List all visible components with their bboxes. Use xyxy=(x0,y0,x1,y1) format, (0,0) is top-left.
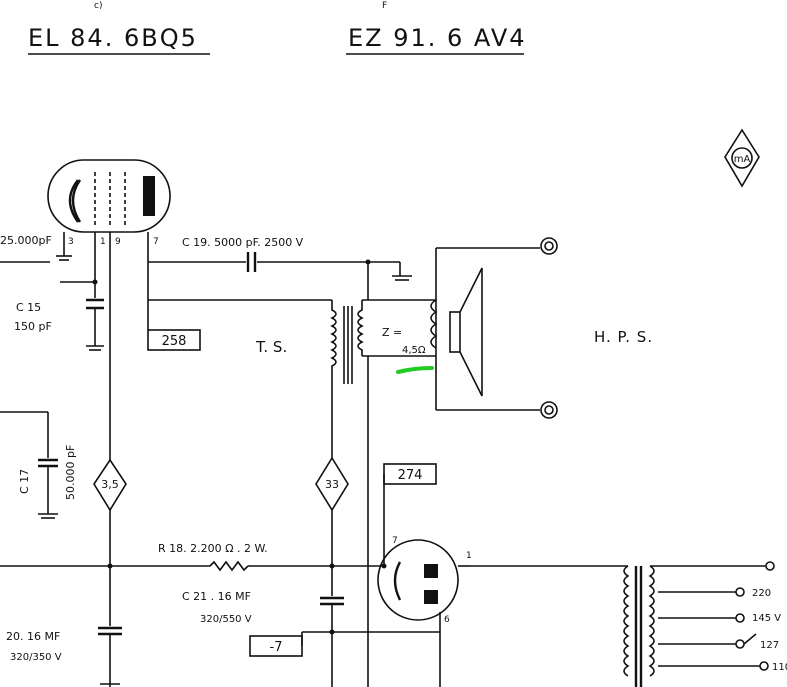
box-258 xyxy=(147,329,201,351)
rect-pin-7: 7 xyxy=(392,536,398,546)
r18-resistor xyxy=(209,560,249,572)
tap-127: 127 xyxy=(760,640,779,651)
c21-rating: 320/550 V xyxy=(200,614,252,625)
c15-value: 150 pF xyxy=(14,320,52,333)
top-mark-left: c) xyxy=(94,1,102,11)
speaker-hps xyxy=(430,237,558,419)
box-274-label: 274 xyxy=(398,468,423,483)
rectifier-ez91 xyxy=(377,539,470,687)
pentode-el84 xyxy=(47,159,171,262)
z-label: Z = xyxy=(382,326,402,339)
c17-name: C 17 xyxy=(18,469,31,494)
ma-symbol: mA xyxy=(724,128,760,188)
tap-110: 110 xyxy=(772,662,787,673)
tap-220: 220 xyxy=(752,588,771,599)
cap-left-label: 25.000pF xyxy=(0,234,52,247)
output-transformer xyxy=(330,300,364,384)
c17-value: 50.000 pF xyxy=(64,445,77,500)
box-neg7-label: -7 xyxy=(270,640,283,655)
diamond-3-5-label: 3,5 xyxy=(101,478,119,491)
r18-label: R 18. 2.200 Ω . 2 W. xyxy=(158,542,268,555)
hps-label: H. P. S. xyxy=(594,328,653,346)
pin-1: 1 xyxy=(100,237,106,247)
pin-3: 3 xyxy=(68,237,74,247)
title-ez91: EZ 91. 6 AV4 xyxy=(348,24,527,52)
rect-pin-6: 6 xyxy=(444,615,450,625)
tap-145: 145 V xyxy=(752,613,781,624)
mains-transformer xyxy=(623,561,775,687)
c20-rating: 320/350 V xyxy=(10,652,62,663)
c20-name: 20. 16 MF xyxy=(6,630,60,643)
ma-label: mA xyxy=(734,154,751,165)
title-el84: EL 84. 6BQ5 xyxy=(28,24,198,52)
top-mark-right: F xyxy=(382,1,387,11)
pin-9: 9 xyxy=(115,237,121,247)
diamond-33-label: 33 xyxy=(325,478,339,491)
highlight-mark xyxy=(396,366,434,374)
pin-7: 7 xyxy=(153,237,159,247)
z-value: 4,5Ω xyxy=(402,345,426,356)
box-258-label: 258 xyxy=(162,334,187,349)
ts-label: T. S. xyxy=(255,338,287,356)
c21-name: C 21 . 16 MF xyxy=(182,590,251,603)
c19-label: C 19. 5000 pF. 2500 V xyxy=(182,236,304,249)
rect-pin-1: 1 xyxy=(466,551,472,561)
c15-name: C 15 xyxy=(16,301,41,314)
